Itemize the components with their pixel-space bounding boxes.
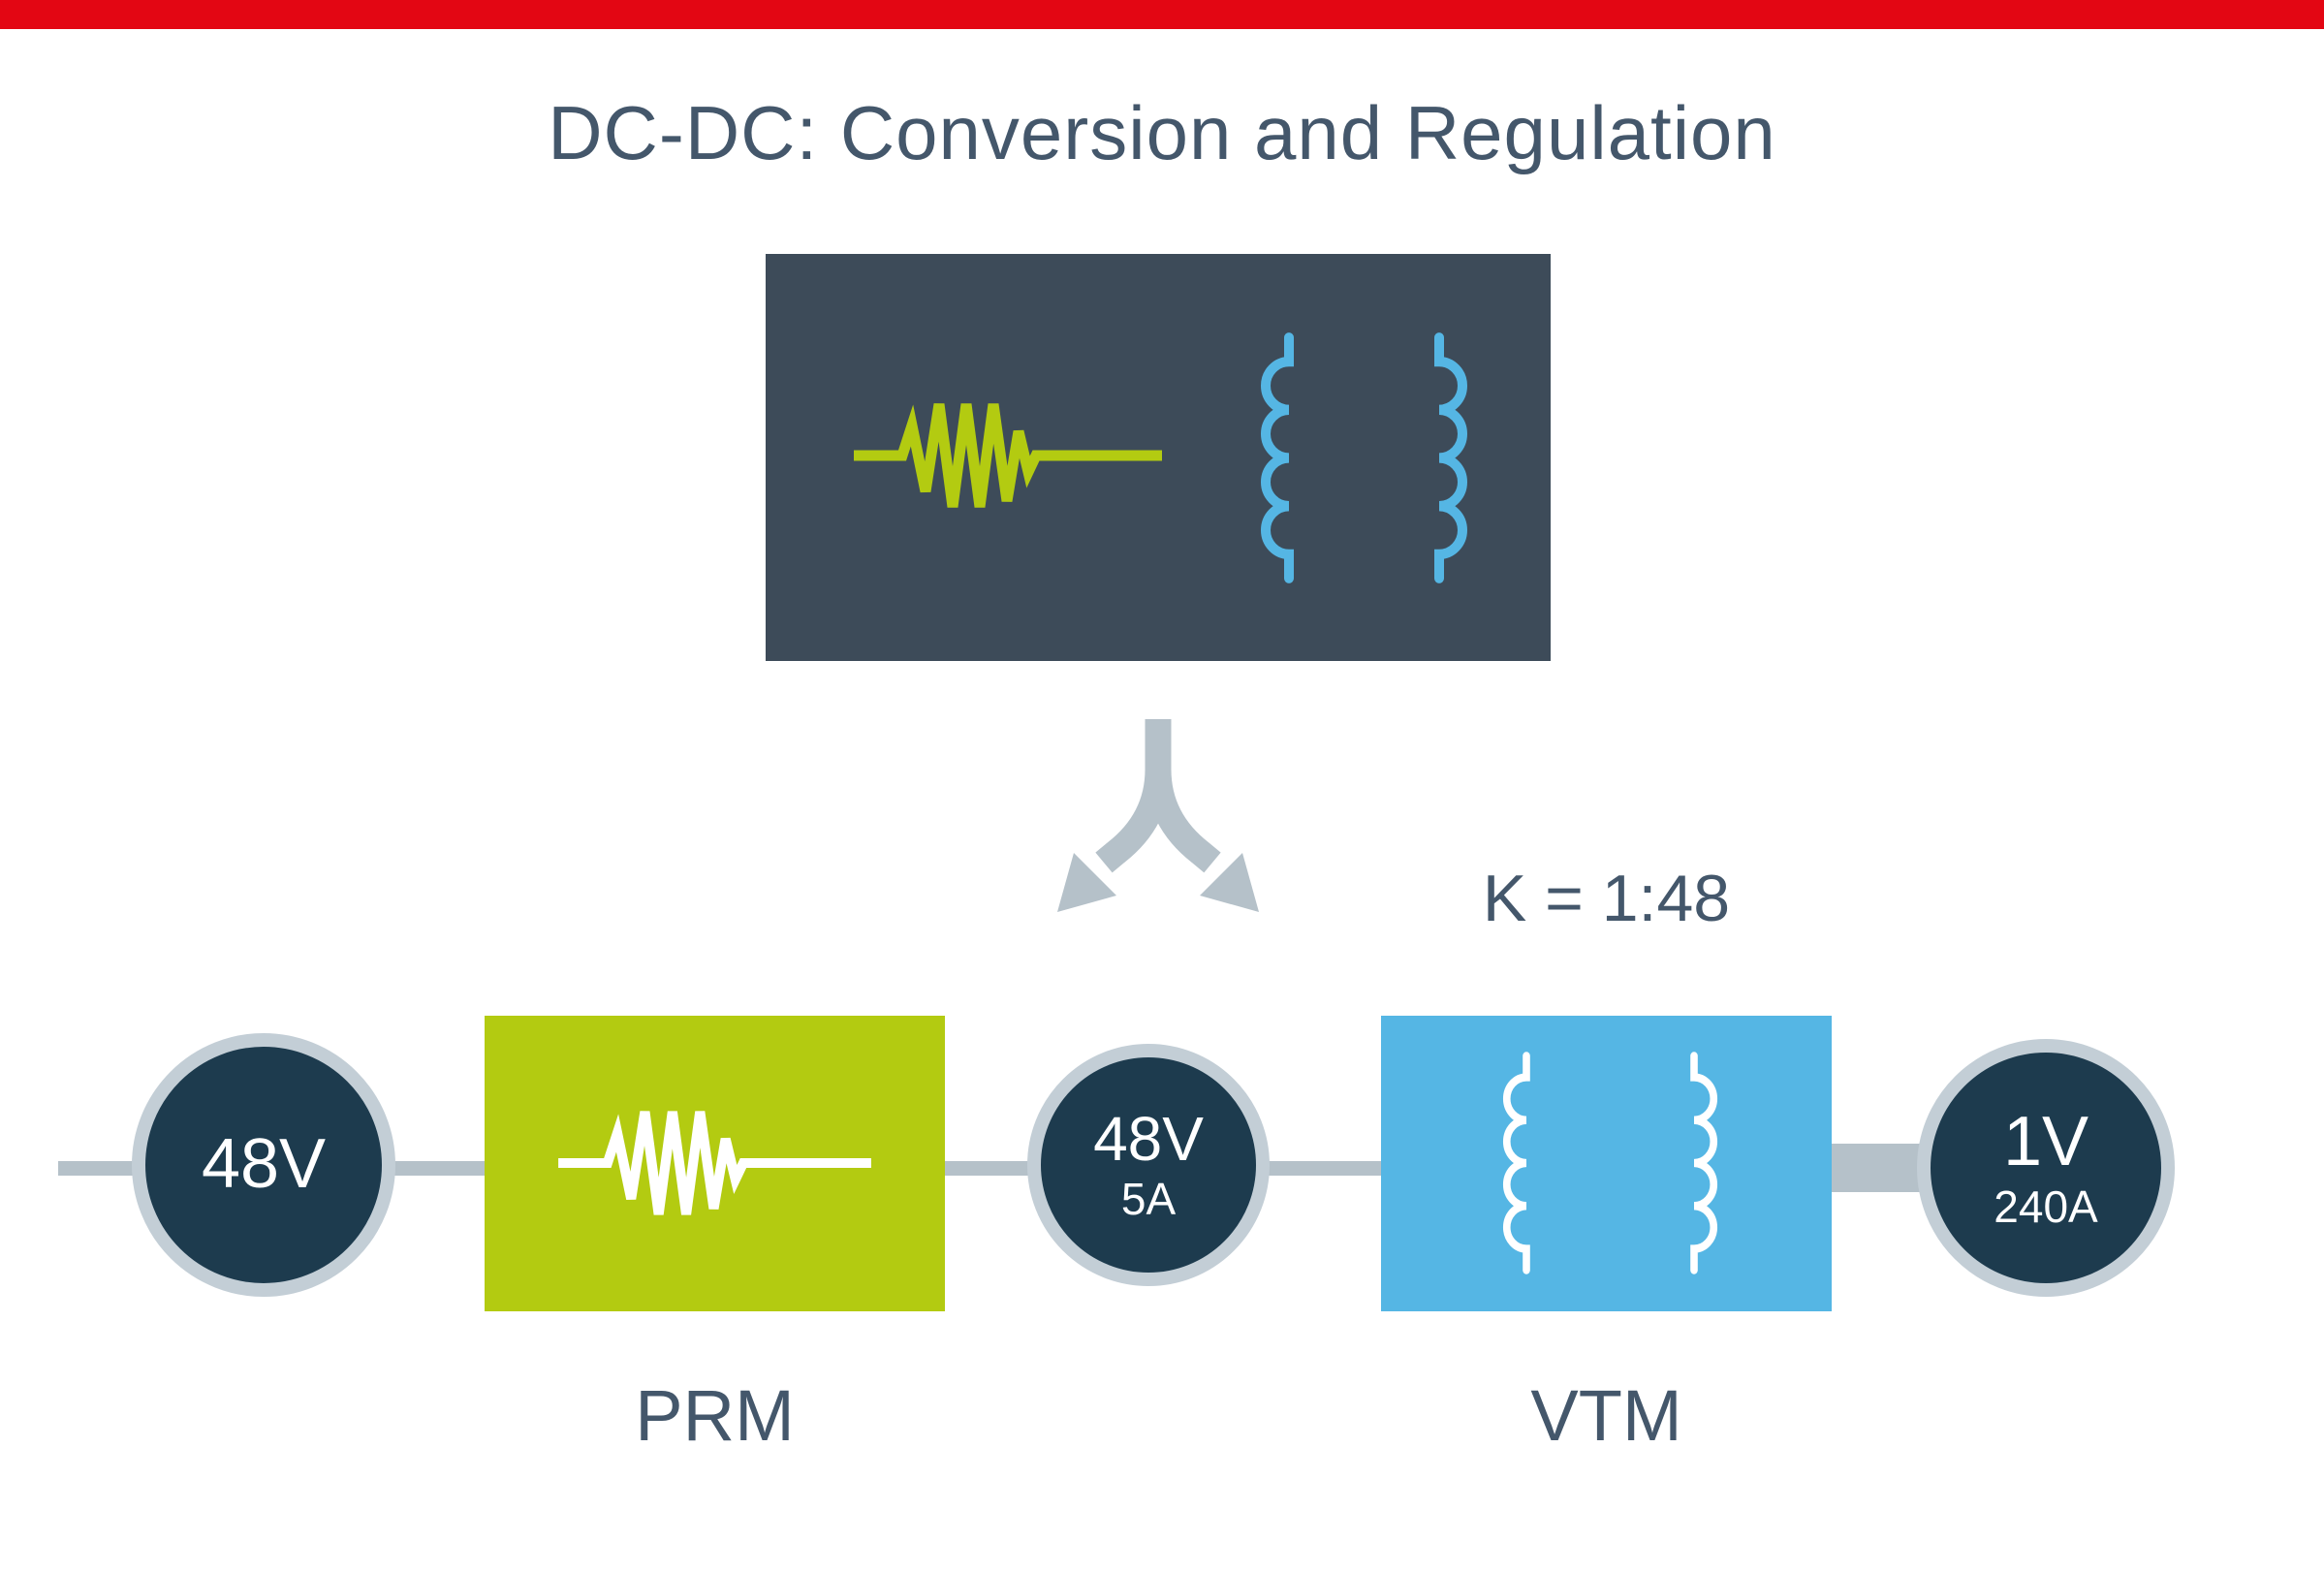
input-node-value: 48V xyxy=(201,1125,327,1204)
transformer-coil-left-icon xyxy=(1261,332,1294,583)
output-node-value: 1V xyxy=(2002,1103,2089,1181)
output-node-1v: 1V 240A xyxy=(1917,1039,2175,1297)
diagram-title: DC-DC: Conversion and Regulation xyxy=(548,90,1776,175)
prm-box xyxy=(485,1016,945,1311)
mid-node-sub: 5A xyxy=(1120,1174,1177,1225)
mid-node-value: 48V xyxy=(1093,1104,1204,1175)
vtm-coil-right-icon xyxy=(1690,1052,1718,1274)
split-arrow-icon xyxy=(1057,719,1259,912)
prm-resistor-squiggle-icon xyxy=(558,1111,871,1215)
prm-label: PRM xyxy=(635,1375,795,1456)
turns-ratio-label: K = 1:48 xyxy=(1482,862,1731,935)
transformer-coil-right-icon xyxy=(1434,332,1467,583)
vtm-box xyxy=(1381,1016,1832,1311)
vtm-coil-left-icon xyxy=(1502,1052,1530,1274)
mid-node-48v-5a: 48V 5A xyxy=(1027,1044,1270,1286)
output-node-sub: 240A xyxy=(1994,1180,2098,1232)
input-node-48v: 48V xyxy=(132,1033,395,1297)
resistor-squiggle-icon xyxy=(854,403,1162,508)
source-module-box xyxy=(766,254,1551,661)
vtm-label: VTM xyxy=(1530,1375,1682,1456)
brand-top-bar xyxy=(0,0,2324,29)
